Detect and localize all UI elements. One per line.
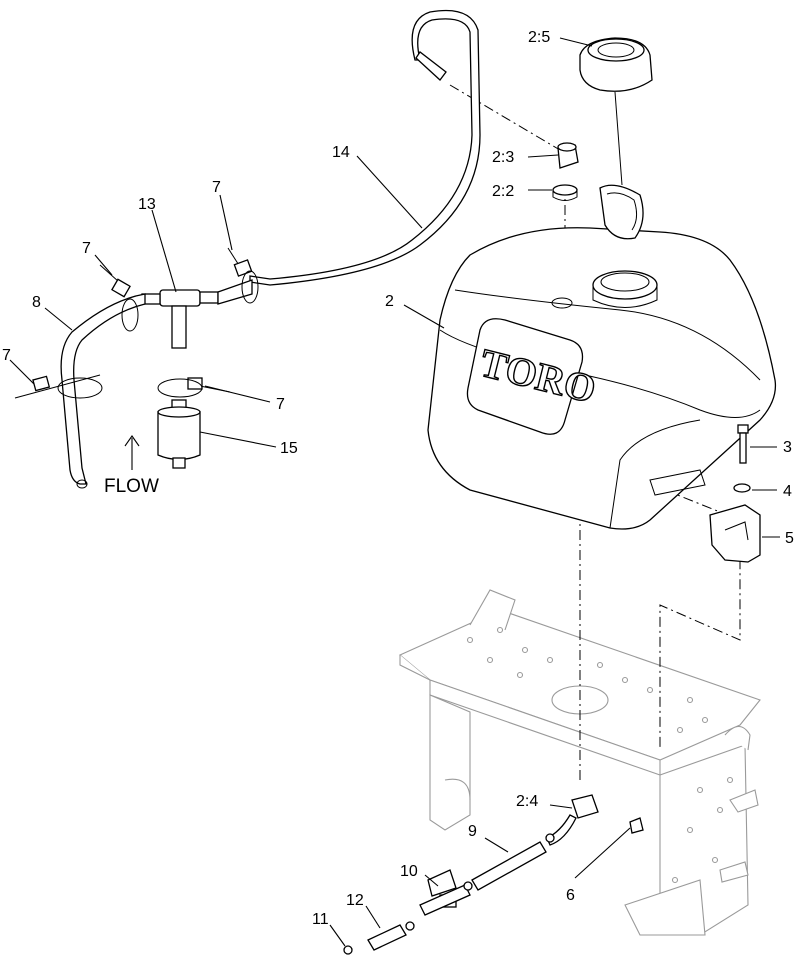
vent-hose xyxy=(249,9,481,286)
callout-labels: 2:5 2:3 2:2 14 13 7 7 8 7 2 7 15 FLOW 3 … xyxy=(2,29,794,928)
fuel-cap xyxy=(579,37,653,240)
hose-clamp-top-left xyxy=(99,264,139,332)
callout-8: 8 xyxy=(32,294,41,311)
washer xyxy=(733,483,751,493)
callout-13: 13 xyxy=(138,196,156,213)
fuel-hose-lower xyxy=(471,841,547,891)
callout-6: 6 xyxy=(566,887,575,904)
fuel-filter xyxy=(157,399,201,469)
grommet xyxy=(552,184,578,201)
fuel-hose-short xyxy=(367,924,407,951)
tank-bracket xyxy=(709,504,761,563)
callout-2-2: 2:2 xyxy=(492,183,514,200)
callout-7-top-left: 7 xyxy=(82,240,91,257)
vent-fitting xyxy=(557,142,579,169)
callout-7-filter: 7 xyxy=(276,396,285,413)
callout-2: 2 xyxy=(385,293,394,310)
callout-3: 3 xyxy=(783,439,792,456)
fuel-shutoff-valve xyxy=(419,869,471,916)
frame-clip xyxy=(629,817,644,834)
callout-2-5: 2:5 xyxy=(528,29,550,46)
small-clamps xyxy=(343,833,555,955)
tee-fitting xyxy=(141,289,219,349)
tee-right-hose xyxy=(217,279,253,305)
hose-clamp-filter xyxy=(157,377,231,398)
callout-2-4: 2:4 xyxy=(516,793,538,810)
leader-lines xyxy=(9,37,780,947)
callout-4: 4 xyxy=(783,483,792,500)
fuel-tank: TORO xyxy=(427,227,777,530)
bolt xyxy=(737,424,749,464)
flow-arrow xyxy=(124,435,140,470)
callout-12: 12 xyxy=(346,892,364,909)
callout-10: 10 xyxy=(400,863,418,880)
callout-7-top-right: 7 xyxy=(212,179,221,196)
tank-outlet-fitting xyxy=(546,794,599,846)
callout-5: 5 xyxy=(785,530,794,547)
callout-7-left: 7 xyxy=(2,347,11,364)
callout-11: 11 xyxy=(312,911,329,928)
hose-clamp-left xyxy=(14,374,103,399)
hose-clamp-top-right xyxy=(227,247,259,304)
callout-14: 14 xyxy=(332,144,350,161)
flow-label: FLOW xyxy=(104,476,159,497)
callout-2-3: 2:3 xyxy=(492,149,514,166)
callout-9: 9 xyxy=(468,823,477,840)
fuel-line-hose xyxy=(60,293,146,489)
callout-15: 15 xyxy=(280,440,298,457)
